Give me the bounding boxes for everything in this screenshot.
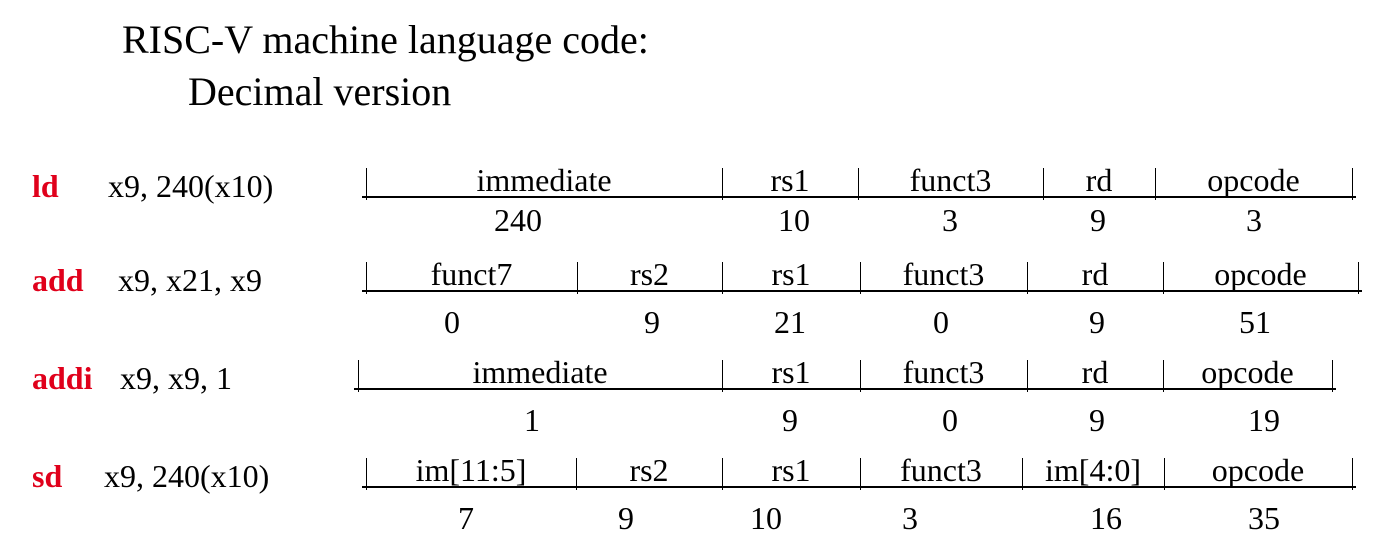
field-label: rs2 bbox=[629, 452, 669, 488]
field-label: funct3 bbox=[900, 452, 982, 488]
field-value: 9 bbox=[1089, 402, 1105, 438]
field-divider bbox=[366, 458, 367, 490]
instruction-operands: x9, 240(x10) bbox=[104, 458, 270, 494]
field-divider bbox=[576, 458, 577, 490]
field-label: opcode bbox=[1211, 452, 1305, 488]
instruction-add: add x9, x21, x9 funct7 0 rs2 9 rs1 21 funct3 0 rd 9… bbox=[0, 256, 1397, 356]
field-value: 16 bbox=[1090, 500, 1122, 536]
field-label: funct7 bbox=[430, 256, 513, 292]
instruction-sd: sd x9, 240(x10) im[11:5] 7 rs2 9 rs1 10 funct3 3 i… bbox=[0, 452, 1397, 552]
field-value: 9 bbox=[1089, 304, 1105, 340]
field-label: im[4:0] bbox=[1045, 452, 1141, 488]
field-label: rs2 bbox=[629, 256, 670, 292]
field-divider bbox=[1358, 262, 1359, 294]
field-baseline bbox=[354, 388, 1336, 390]
field-value: 1 bbox=[524, 402, 540, 438]
field-divider bbox=[1027, 262, 1028, 294]
field-divider bbox=[722, 360, 723, 392]
field-divider bbox=[1164, 458, 1165, 490]
field-value: 9 bbox=[1090, 202, 1106, 238]
field-divider bbox=[366, 168, 367, 200]
field-value: 21 bbox=[774, 304, 806, 340]
field-divider bbox=[1022, 458, 1023, 490]
field-baseline bbox=[362, 486, 1356, 488]
field-divider bbox=[860, 458, 861, 490]
instruction-operands: x9, x9, 1 bbox=[120, 360, 232, 396]
field-divider bbox=[1352, 458, 1353, 490]
field-value: 0 bbox=[942, 402, 958, 438]
field-divider bbox=[1163, 360, 1164, 392]
field-label: funct3 bbox=[902, 256, 985, 292]
field-label: rs1 bbox=[771, 256, 811, 292]
instruction-mnemonic: sd bbox=[32, 458, 63, 494]
field-divider bbox=[1043, 168, 1044, 200]
field-label: rs1 bbox=[771, 452, 811, 488]
field-divider bbox=[722, 458, 723, 490]
field-divider bbox=[860, 262, 861, 294]
field-divider bbox=[860, 360, 861, 392]
field-label: opcode bbox=[1214, 256, 1307, 292]
field-label: funct3 bbox=[909, 162, 992, 198]
field-divider bbox=[1155, 168, 1156, 200]
field-divider bbox=[1027, 360, 1028, 392]
field-label: immediate bbox=[472, 354, 608, 390]
field-divider bbox=[366, 262, 367, 294]
field-label: rs1 bbox=[771, 354, 811, 390]
field-value: 10 bbox=[750, 500, 782, 536]
field-label: rd bbox=[1081, 256, 1109, 292]
title-line-1: RISC-V machine language code: bbox=[122, 17, 649, 62]
instruction-ld: ld x9, 240(x10) immediate 240 rs1 10 funct3 3 rd… bbox=[0, 162, 1397, 262]
instruction-mnemonic: ld bbox=[32, 168, 59, 204]
field-divider bbox=[577, 262, 578, 294]
field-divider bbox=[1332, 360, 1333, 392]
instruction-mnemonic: add bbox=[32, 262, 84, 298]
field-divider bbox=[1352, 168, 1353, 200]
field-value: 19 bbox=[1248, 402, 1280, 438]
field-label: opcode bbox=[1207, 162, 1300, 198]
field-value: 51 bbox=[1239, 304, 1271, 340]
field-divider bbox=[722, 168, 723, 200]
field-divider bbox=[722, 262, 723, 294]
instruction-operands: x9, 240(x10) bbox=[108, 168, 274, 204]
field-value: 9 bbox=[782, 402, 798, 438]
field-value: 0 bbox=[933, 304, 949, 340]
field-value: 10 bbox=[778, 202, 810, 238]
field-value: 0 bbox=[444, 304, 460, 340]
instruction-mnemonic: addi bbox=[32, 360, 93, 396]
field-value: 3 bbox=[902, 500, 918, 536]
field-label: funct3 bbox=[902, 354, 985, 390]
field-baseline bbox=[362, 196, 1356, 198]
field-label: rd bbox=[1081, 354, 1109, 390]
field-value: 7 bbox=[458, 500, 474, 536]
title-line-2: Decimal version bbox=[188, 69, 452, 114]
field-value: 9 bbox=[618, 500, 634, 536]
field-value: 240 bbox=[494, 202, 542, 238]
field-divider bbox=[858, 168, 859, 200]
field-label: rd bbox=[1085, 162, 1113, 198]
field-label: im[11:5] bbox=[415, 452, 527, 488]
field-label: rs1 bbox=[770, 162, 810, 198]
field-value: 35 bbox=[1248, 500, 1280, 536]
field-divider bbox=[1163, 262, 1164, 294]
field-baseline bbox=[362, 290, 1362, 292]
field-label: opcode bbox=[1201, 354, 1294, 390]
instruction-addi: addi x9, x9, 1 immediate 1 rs1 9 funct3 0 rd 9 opc… bbox=[0, 354, 1397, 454]
field-divider bbox=[358, 360, 359, 392]
field-value: 9 bbox=[644, 304, 660, 340]
field-value: 3 bbox=[1246, 202, 1262, 238]
instruction-operands: x9, x21, x9 bbox=[118, 262, 262, 298]
field-value: 3 bbox=[942, 202, 958, 238]
field-label: immediate bbox=[476, 162, 612, 198]
